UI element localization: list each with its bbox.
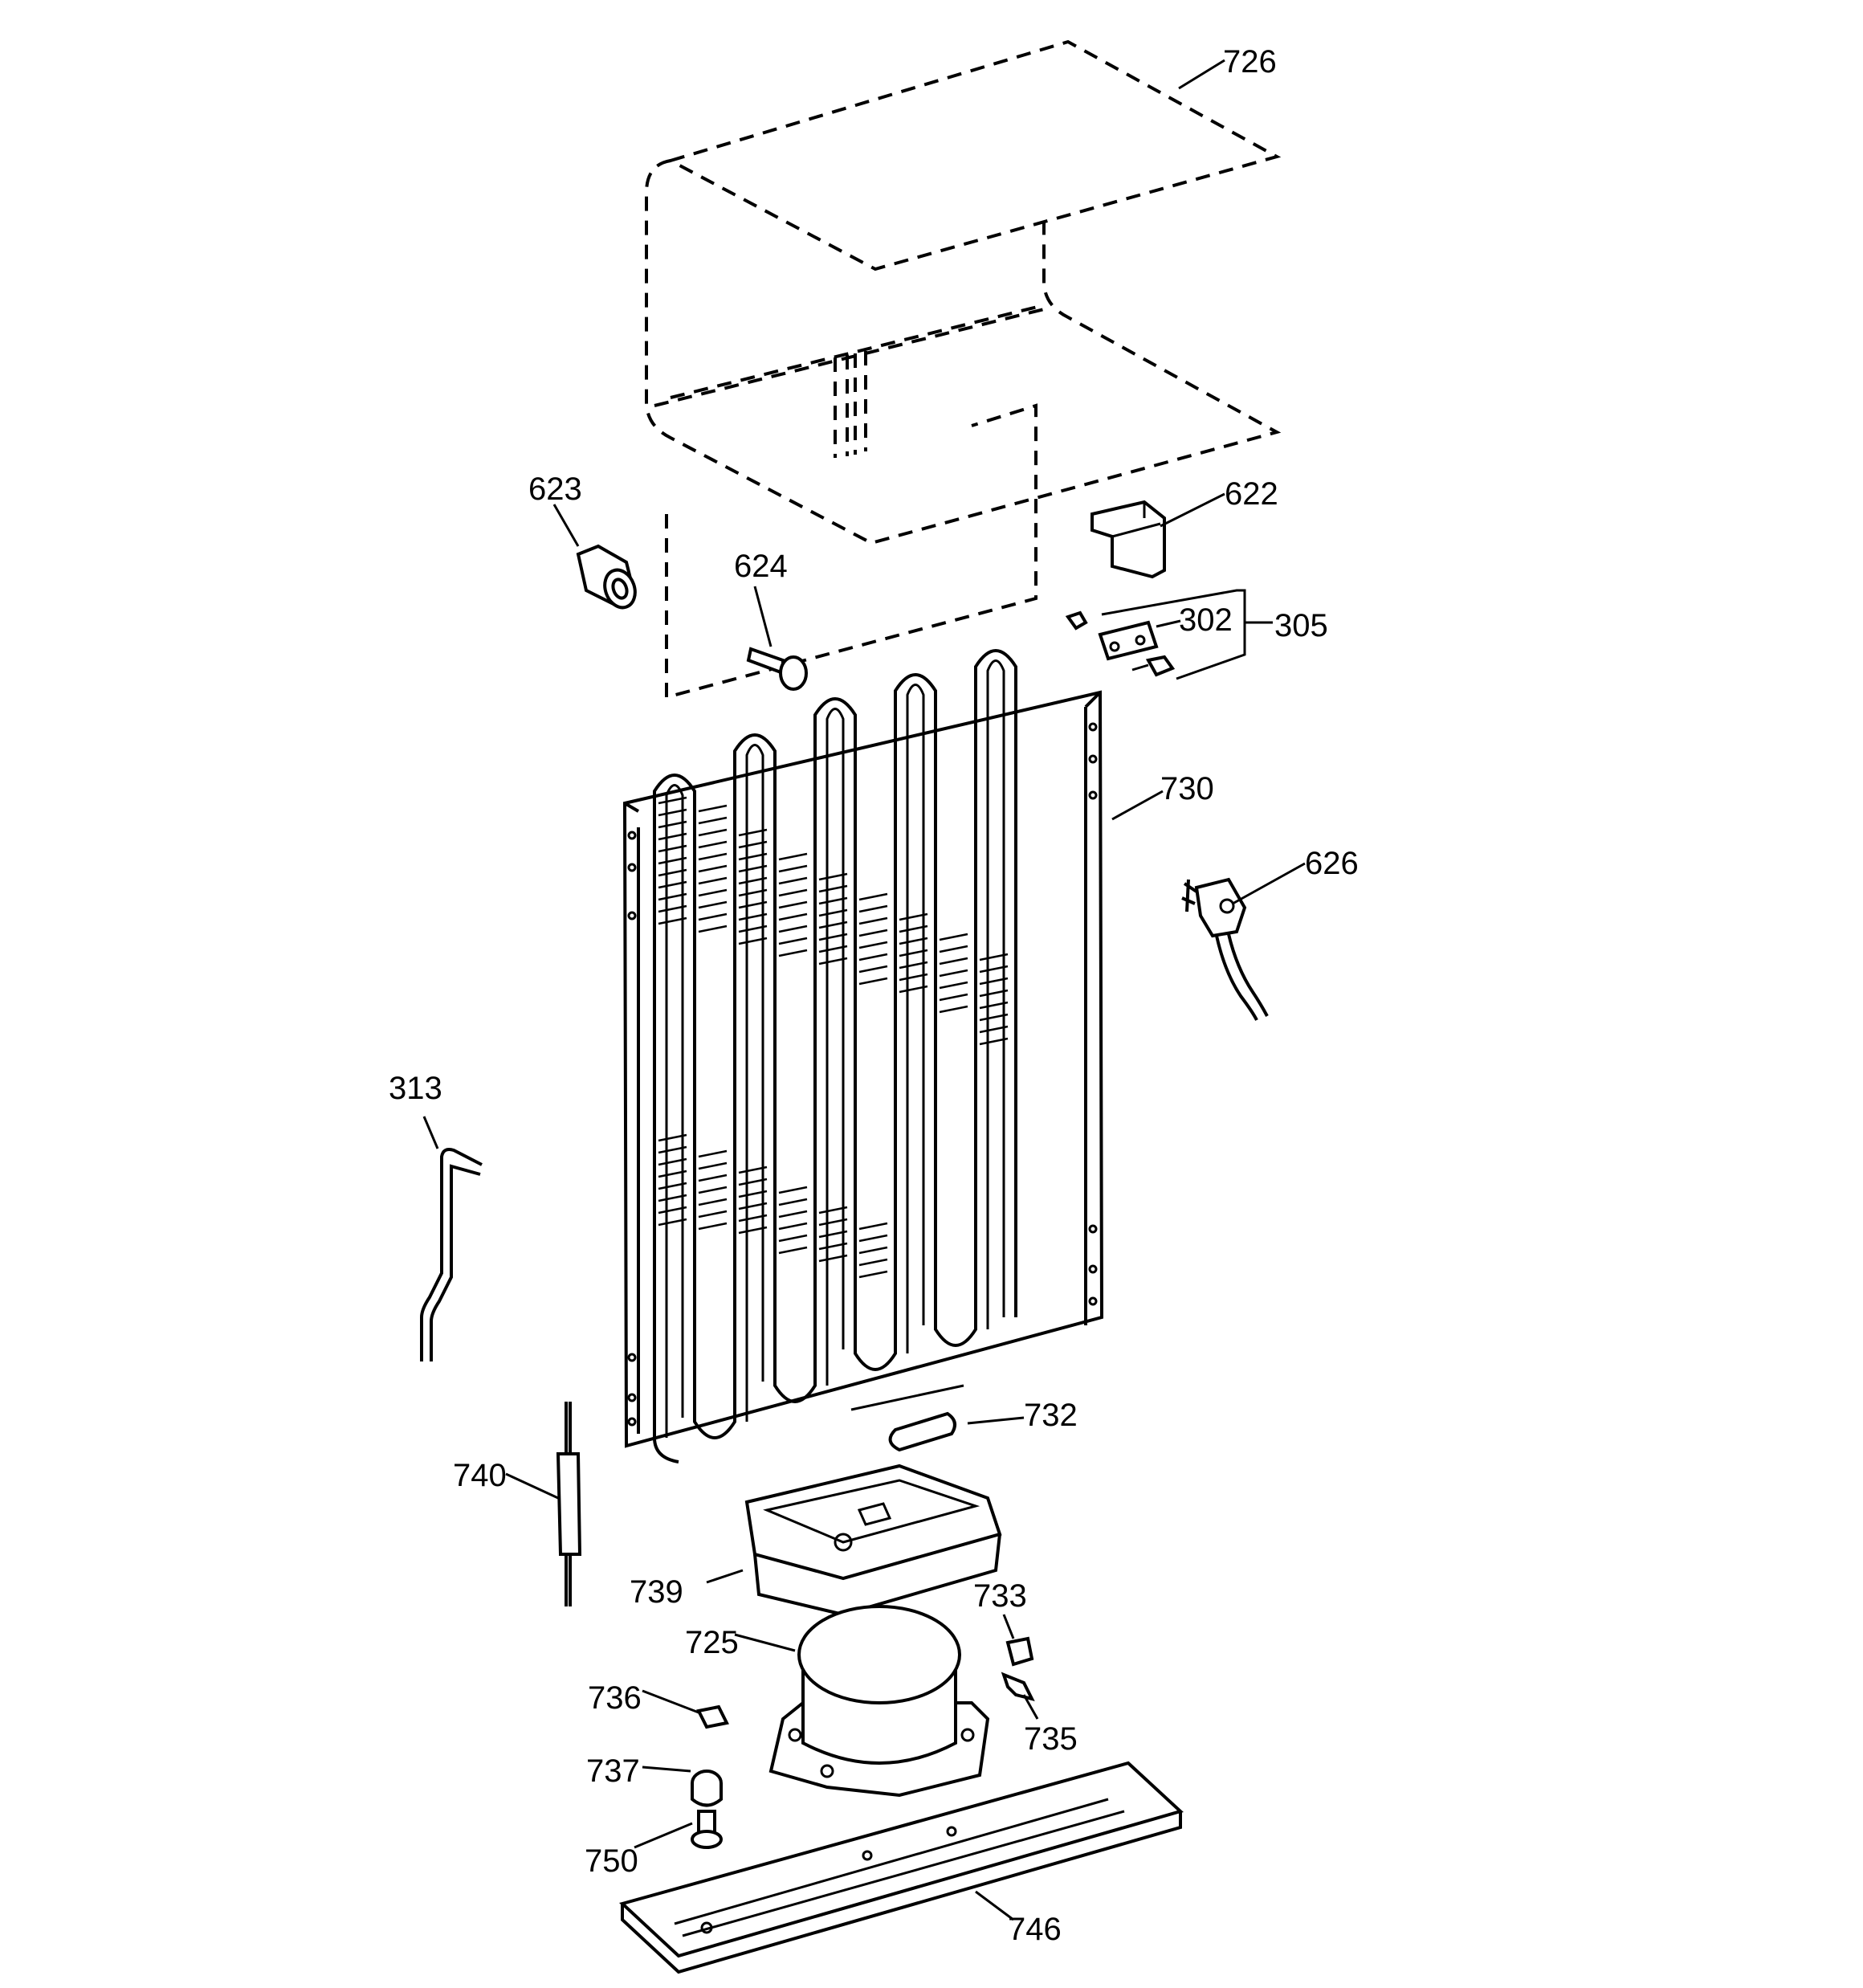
callout-623: 623 <box>528 471 582 507</box>
callout-746: 746 <box>1008 1912 1062 1947</box>
leader-lines <box>422 59 1306 1921</box>
part-626-power-cord <box>1181 877 1269 1021</box>
callout-739: 739 <box>630 1574 683 1610</box>
callout-733: 733 <box>973 1578 1027 1614</box>
part-302-bracket <box>1065 610 1176 677</box>
callout-726: 726 <box>1223 44 1277 80</box>
part-733-relay <box>1005 1636 1034 1667</box>
part-624-pin <box>746 647 808 691</box>
part-732-filter-tube <box>850 1384 964 1452</box>
part-750-stud <box>691 1810 723 1849</box>
condenser-mount-holes <box>627 722 1098 1427</box>
callout-624: 624 <box>734 549 788 584</box>
callout-302: 302 <box>1179 602 1233 638</box>
callout-737: 737 <box>586 1753 640 1789</box>
part-725-compressor <box>768 1605 990 1798</box>
callout-740: 740 <box>453 1458 507 1493</box>
callout-750: 750 <box>585 1843 638 1879</box>
part-735-clip <box>1001 1672 1035 1701</box>
part-740-drier <box>556 1402 582 1606</box>
part-739-drain-pan <box>744 1463 1002 1617</box>
callout-732: 732 <box>1024 1398 1078 1433</box>
condenser-fins <box>658 796 1009 1279</box>
callout-725: 725 <box>685 1625 739 1660</box>
part-313-tube <box>420 1148 483 1361</box>
part-746-base-rail <box>619 1761 1184 1974</box>
callout-313: 313 <box>389 1071 442 1106</box>
part-737-grommet <box>691 1770 723 1807</box>
part-730-condenser <box>622 649 1104 1463</box>
callout-305: 305 <box>1274 608 1328 643</box>
part-622-cover <box>1090 500 1166 579</box>
callout-626: 626 <box>1305 846 1359 881</box>
part-726-cabinet-outline <box>645 39 1282 700</box>
callout-735: 735 <box>1024 1721 1078 1757</box>
part-623-grommet <box>576 544 637 610</box>
part-736-clip <box>696 1704 729 1729</box>
callout-622: 622 <box>1225 476 1278 512</box>
callout-labels: 726 623 622 624 302 305 730 626 313 732 … <box>389 44 1359 1947</box>
callout-730: 730 <box>1160 771 1214 806</box>
callout-736: 736 <box>588 1680 642 1716</box>
